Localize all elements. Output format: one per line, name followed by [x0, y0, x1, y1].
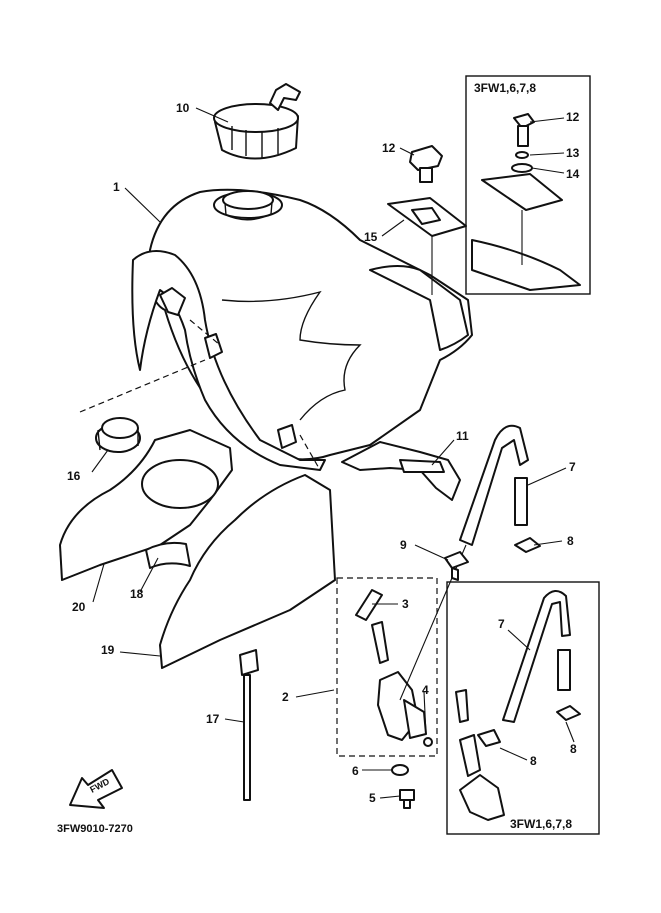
callout-9: 9: [400, 538, 407, 552]
inset-callout-8b: 8: [570, 742, 577, 756]
tank-bolt: [409, 145, 443, 183]
screw-5: [399, 789, 415, 809]
hose-clip-9: [444, 551, 469, 581]
washer-6: [391, 764, 409, 776]
top-inset-box: 3FW1,6,7,8: [465, 75, 591, 295]
fuel-cap: [213, 83, 301, 160]
tank-damper: [79, 359, 206, 453]
inset-callout-14: 14: [566, 167, 580, 181]
inset-callout-7: 7: [498, 617, 505, 631]
svg-text:3FW1,6,7,8: 3FW1,6,7,8: [474, 81, 536, 95]
callout-11: 11: [456, 429, 469, 443]
callout-1: 1: [113, 180, 120, 194]
fuel-cock-assembly: [336, 577, 438, 757]
fuel-tank: [131, 188, 473, 471]
callout-18: 18: [130, 587, 144, 601]
callout-7: 7: [569, 460, 576, 474]
cable-tie: [239, 649, 259, 801]
callout-6: 6: [352, 764, 359, 778]
callout-5: 5: [369, 791, 376, 805]
leader-lines: [91, 107, 575, 799]
inset-callout-8a: 8: [530, 754, 537, 768]
callout-8: 8: [567, 534, 574, 548]
callout-3: 3: [402, 597, 409, 611]
callout-10: 10: [176, 101, 190, 115]
side-cover-19: [159, 474, 336, 670]
bottom-inset-box: 3FW1,6,7,8: [446, 581, 600, 835]
fuel-hose: [399, 424, 529, 701]
callout-4: 4: [422, 683, 429, 697]
callout-20: 20: [72, 600, 86, 614]
seat-rubber: [341, 441, 461, 501]
callout-labels: 1 10 12 15 16 11 7 8 9 3 2 4 6 5 17 20 1…: [67, 101, 580, 805]
diagram-code: 3FW9010-7270: [57, 823, 133, 835]
hose-clip-8: [514, 537, 541, 553]
callout-19: 19: [101, 643, 115, 657]
callout-15: 15: [364, 230, 378, 244]
svg-text:3FW1,6,7,8: 3FW1,6,7,8: [510, 817, 572, 831]
callout-16: 16: [67, 469, 81, 483]
callout-2: 2: [282, 690, 289, 704]
fwd-arrow: FWD: [69, 769, 123, 809]
inset-callout-12: 12: [566, 110, 580, 124]
callout-17: 17: [206, 712, 220, 726]
callout-12: 12: [382, 141, 396, 155]
damper-18: [145, 541, 191, 569]
inset-callout-13: 13: [566, 146, 580, 160]
side-cover-20: [59, 429, 233, 582]
